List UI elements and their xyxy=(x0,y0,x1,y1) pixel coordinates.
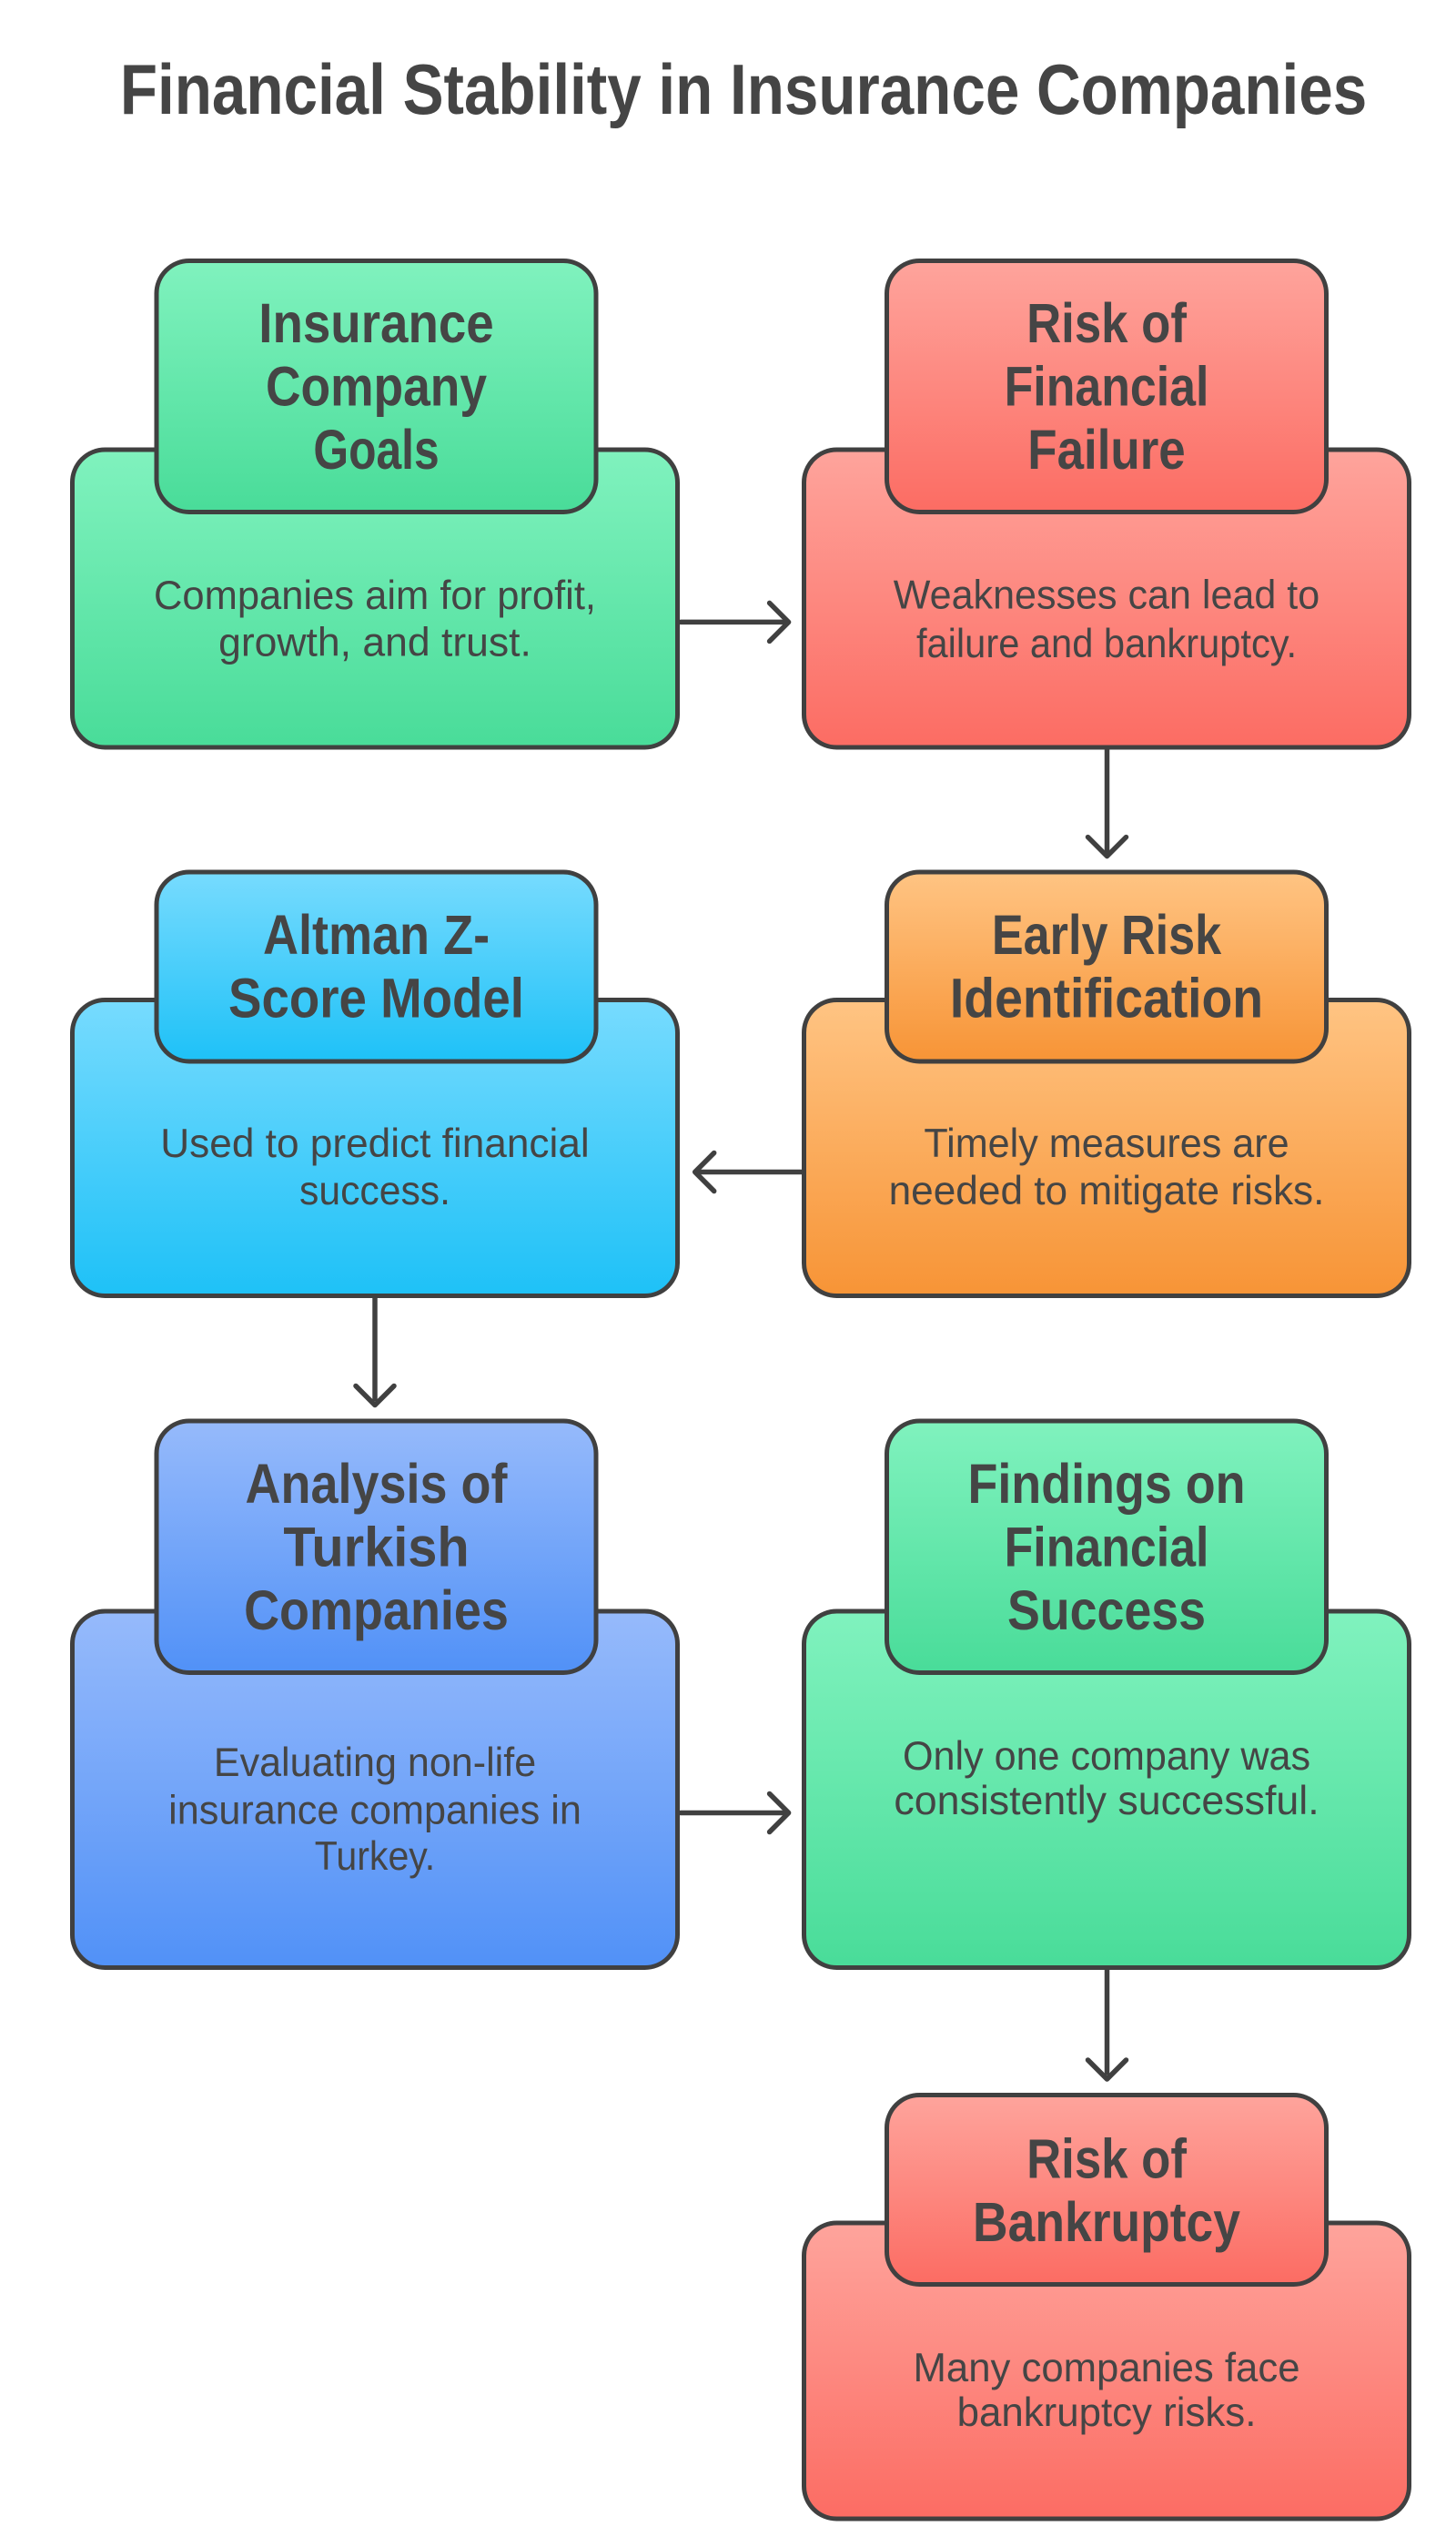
svg-text:Success: Success xyxy=(1007,1580,1206,1642)
svg-text:failure and bankruptcy.: failure and bankruptcy. xyxy=(916,622,1297,667)
svg-text:Many companies face: Many companies face xyxy=(914,2346,1300,2390)
svg-text:Risk of: Risk of xyxy=(1026,2128,1188,2190)
svg-text:Timely measures are: Timely measures are xyxy=(924,1121,1289,1166)
svg-text:Companies aim for profit,: Companies aim for profit, xyxy=(154,573,596,619)
svg-text:growth, and trust.: growth, and trust. xyxy=(218,621,531,665)
svg-text:Companies: Companies xyxy=(244,1580,509,1642)
svg-text:Turkish: Turkish xyxy=(283,1516,469,1578)
svg-text:Turkey.: Turkey. xyxy=(315,1834,435,1880)
svg-text:Analysis of: Analysis of xyxy=(246,1454,509,1516)
svg-text:Used to predict financial: Used to predict financial xyxy=(160,1121,589,1166)
svg-text:Altman Z-: Altman Z- xyxy=(263,905,490,967)
svg-text:consistently successful.: consistently successful. xyxy=(894,1779,1319,1823)
svg-text:Financial Stability in Insuran: Financial Stability in Insurance Compani… xyxy=(120,50,1367,129)
svg-text:Insurance: Insurance xyxy=(258,293,493,354)
svg-text:Evaluating non-life: Evaluating non-life xyxy=(214,1740,536,1785)
svg-text:Risk of: Risk of xyxy=(1026,292,1188,354)
svg-text:Findings on: Findings on xyxy=(967,1454,1245,1516)
svg-text:Company: Company xyxy=(266,356,487,418)
svg-text:Financial: Financial xyxy=(1005,1516,1209,1578)
svg-text:Early Risk: Early Risk xyxy=(992,905,1222,967)
svg-text:Only one company was: Only one company was xyxy=(903,1733,1310,1779)
svg-text:insurance companies in: insurance companies in xyxy=(168,1788,581,1833)
svg-text:needed to mitigate risks.: needed to mitigate risks. xyxy=(889,1169,1325,1213)
svg-text:Bankruptcy: Bankruptcy xyxy=(973,2192,1240,2254)
svg-text:Score Model: Score Model xyxy=(228,969,524,1030)
svg-text:Weaknesses can lead to: Weaknesses can lead to xyxy=(894,573,1320,618)
svg-text:Goals: Goals xyxy=(313,419,439,481)
svg-text:success.: success. xyxy=(299,1169,450,1213)
svg-text:Financial: Financial xyxy=(1005,356,1209,418)
svg-text:bankruptcy risks.: bankruptcy risks. xyxy=(957,2390,1257,2435)
svg-text:Identification: Identification xyxy=(950,968,1263,1030)
svg-text:Failure: Failure xyxy=(1027,420,1185,482)
